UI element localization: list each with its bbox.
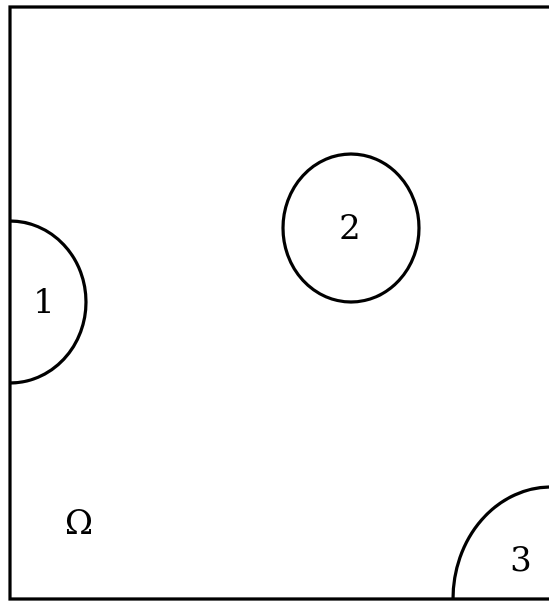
region-3-shape bbox=[451, 485, 549, 600]
region-1-shape bbox=[9, 219, 88, 385]
domain-boundary bbox=[8, 5, 549, 601]
region-2-shape bbox=[281, 152, 421, 304]
region-2-label: 2 bbox=[339, 208, 361, 248]
domain-omega-label: Ω bbox=[65, 503, 93, 543]
region-1-label: 1 bbox=[33, 282, 55, 322]
region-3-label: 3 bbox=[510, 540, 532, 580]
